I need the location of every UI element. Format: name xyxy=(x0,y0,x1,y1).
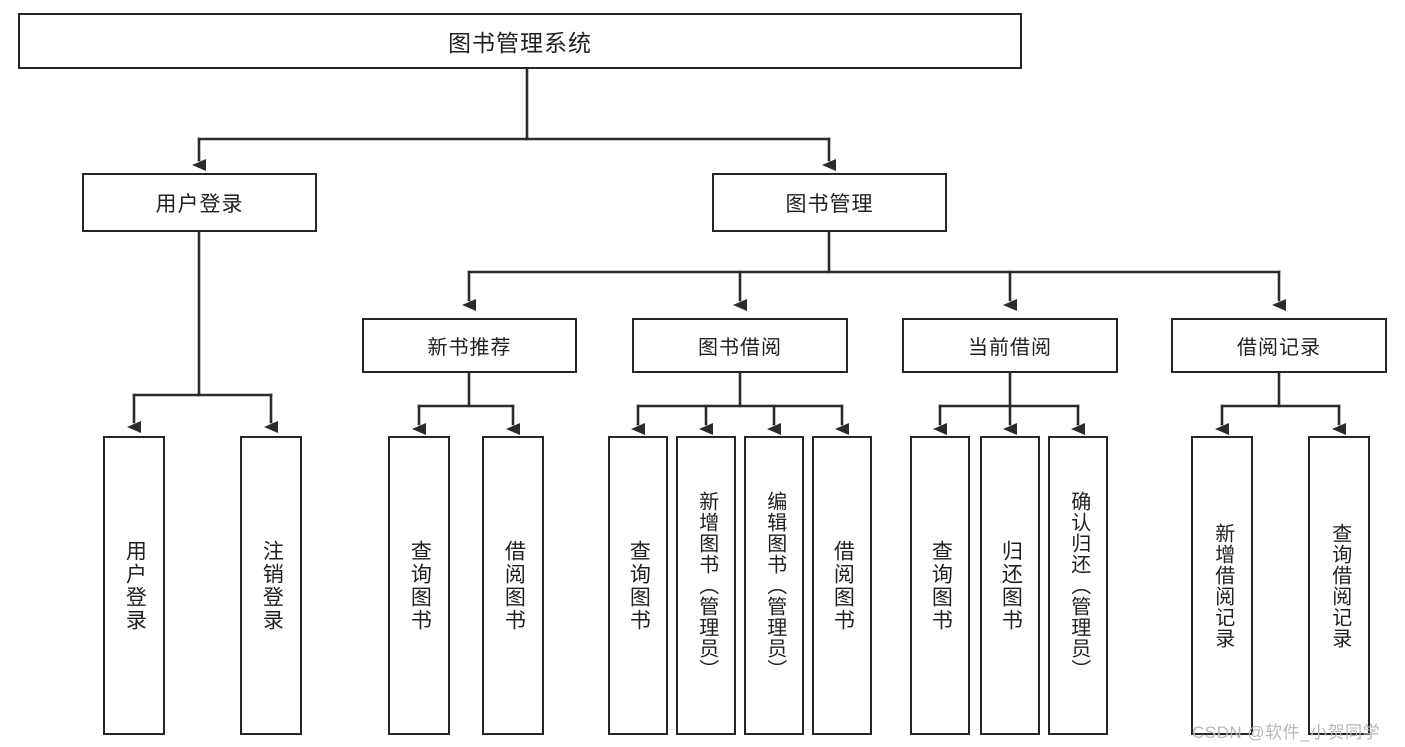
leaf-label: 借阅图书 xyxy=(831,539,855,632)
node-label: 用户登录 xyxy=(155,192,244,216)
leaf-borrow-book[interactable]: 借阅图书 xyxy=(812,436,872,735)
node-current-borrow[interactable]: 当前借阅 xyxy=(902,318,1118,373)
leaf-label: 查询图书 xyxy=(408,539,432,632)
leaf-label: 编辑图书（管理员） xyxy=(763,491,786,680)
leaf-query-book-current[interactable]: 查询图书 xyxy=(910,436,970,735)
node-label: 新书推荐 xyxy=(427,337,512,359)
node-label: 借阅记录 xyxy=(1237,337,1321,359)
leaf-label: 查询图书 xyxy=(929,539,953,632)
leaf-logout[interactable]: 注销登录 xyxy=(240,436,302,735)
leaf-borrow-book-recommend[interactable]: 借阅图书 xyxy=(482,436,544,735)
node-book-management[interactable]: 图书管理 xyxy=(712,173,947,232)
leaf-label: 查询借阅记录 xyxy=(1328,522,1351,649)
leaf-label: 新增借阅记录 xyxy=(1211,522,1234,649)
watermark-text: CSDN @软件_小贺同学 xyxy=(1192,723,1381,742)
node-label: 当前借阅 xyxy=(968,337,1052,359)
node-new-book-recommend[interactable]: 新书推荐 xyxy=(362,318,577,373)
node-label: 图书管理系统 xyxy=(448,30,592,56)
leaf-label: 查询图书 xyxy=(627,539,651,632)
leaf-label: 借阅图书 xyxy=(502,539,526,632)
leaf-user-login[interactable]: 用户登录 xyxy=(103,436,165,735)
node-label: 图书管理 xyxy=(785,192,874,216)
leaf-label: 新增图书（管理员） xyxy=(695,491,718,680)
leaf-add-book-admin[interactable]: 新增图书（管理员） xyxy=(676,436,736,735)
csdn-watermark: CSDN @软件_小贺同学 xyxy=(1192,718,1380,743)
leaf-return-book[interactable]: 归还图书 xyxy=(980,436,1040,735)
leaf-label: 确认归还（管理员） xyxy=(1067,491,1090,680)
leaf-query-book-borrow[interactable]: 查询图书 xyxy=(608,436,668,735)
leaf-query-borrow-record[interactable]: 查询借阅记录 xyxy=(1308,436,1370,735)
node-borrow-record[interactable]: 借阅记录 xyxy=(1171,318,1387,373)
leaf-confirm-return-admin[interactable]: 确认归还（管理员） xyxy=(1048,436,1108,735)
leaf-label: 注销登录 xyxy=(260,539,284,632)
leaf-add-borrow-record[interactable]: 新增借阅记录 xyxy=(1191,436,1253,735)
leaf-edit-book-admin[interactable]: 编辑图书（管理员） xyxy=(744,436,804,735)
node-root-system[interactable]: 图书管理系统 xyxy=(18,13,1022,69)
leaf-label: 用户登录 xyxy=(123,539,147,632)
leaf-label: 归还图书 xyxy=(999,539,1023,632)
node-label: 图书借阅 xyxy=(698,337,782,359)
node-user-login[interactable]: 用户登录 xyxy=(82,173,317,232)
node-book-borrow[interactable]: 图书借阅 xyxy=(632,318,848,373)
leaf-query-book-recommend[interactable]: 查询图书 xyxy=(388,436,450,735)
